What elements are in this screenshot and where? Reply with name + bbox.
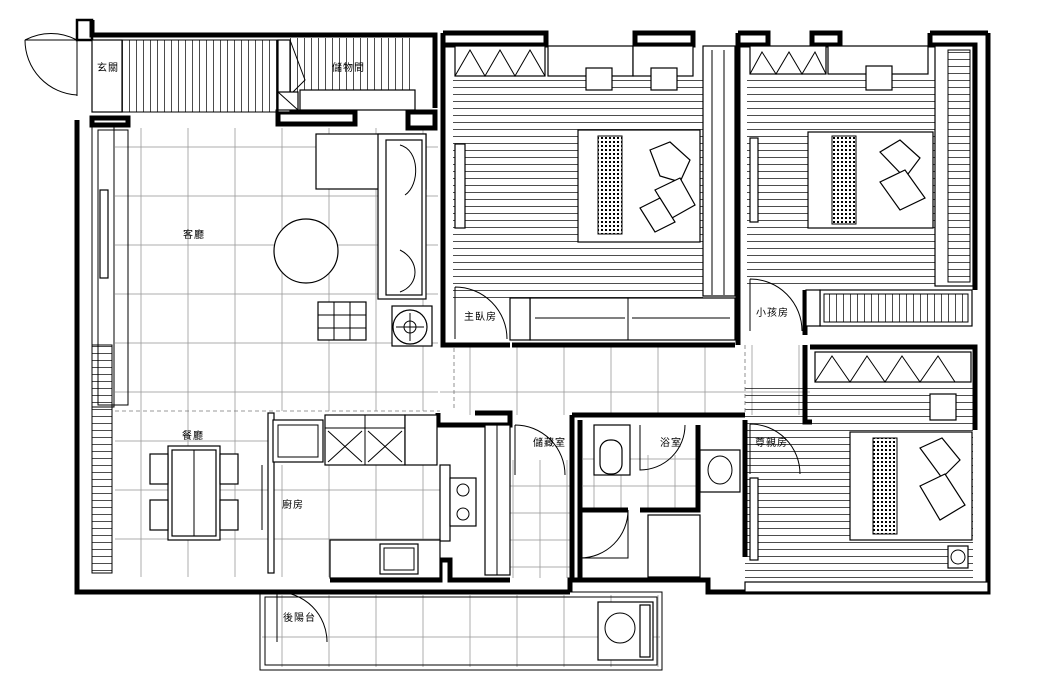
balcony-floor-tiles bbox=[262, 595, 660, 667]
label-foyer: 玄關 bbox=[97, 61, 119, 74]
living-side-table bbox=[317, 301, 367, 341]
living-round-table bbox=[273, 218, 339, 284]
balcony-door-swing bbox=[276, 591, 328, 643]
master-door-frame bbox=[509, 297, 531, 341]
master-bed bbox=[577, 129, 701, 243]
master-wardrobes bbox=[454, 45, 736, 341]
storage-room-doors bbox=[277, 39, 416, 113]
master-door-swing bbox=[454, 286, 508, 340]
closet-fixtures bbox=[484, 424, 566, 576]
elder-bed bbox=[849, 431, 973, 569]
bath-fixtures bbox=[579, 424, 741, 578]
balcony-rails bbox=[259, 591, 663, 671]
label-bath: 浴室 bbox=[660, 436, 682, 449]
elder-window bbox=[744, 581, 989, 593]
child-window-seat bbox=[749, 137, 759, 223]
foyer-landing bbox=[91, 39, 123, 113]
living-sofa bbox=[315, 133, 427, 300]
dining-table-set bbox=[149, 445, 239, 541]
label-living: 客廳 bbox=[183, 228, 205, 241]
child-door-swing bbox=[749, 278, 803, 332]
label-closet: 儲藏室 bbox=[533, 436, 566, 449]
foyer-door bbox=[24, 33, 78, 96]
foyer-hatch bbox=[92, 40, 277, 112]
closet-floor-tiles bbox=[510, 460, 572, 578]
elder-door-swing bbox=[749, 423, 801, 475]
label-balcony: 後陽台 bbox=[283, 611, 316, 624]
elder-wardrobe bbox=[814, 351, 972, 421]
living-window-wall bbox=[91, 124, 129, 574]
label-elder: 尊親房 bbox=[755, 436, 788, 449]
kitchen-counters bbox=[261, 412, 477, 579]
label-dining: 餐廳 bbox=[182, 429, 204, 442]
label-master: 主臥房 bbox=[464, 310, 497, 323]
label-kitchen: 廚房 bbox=[282, 498, 304, 511]
child-bed bbox=[807, 131, 934, 229]
child-wardrobes bbox=[749, 45, 974, 327]
foyer-area bbox=[121, 39, 278, 113]
label-child: 小孩房 bbox=[756, 306, 789, 319]
exterior-walls bbox=[74, 18, 991, 595]
label-storage: 儲物間 bbox=[332, 61, 365, 74]
washing-machine bbox=[597, 601, 654, 661]
master-window-seat bbox=[454, 143, 466, 229]
floor-lamp bbox=[391, 305, 433, 347]
elder-window-seat bbox=[749, 477, 759, 561]
storage-hatch bbox=[290, 38, 415, 93]
